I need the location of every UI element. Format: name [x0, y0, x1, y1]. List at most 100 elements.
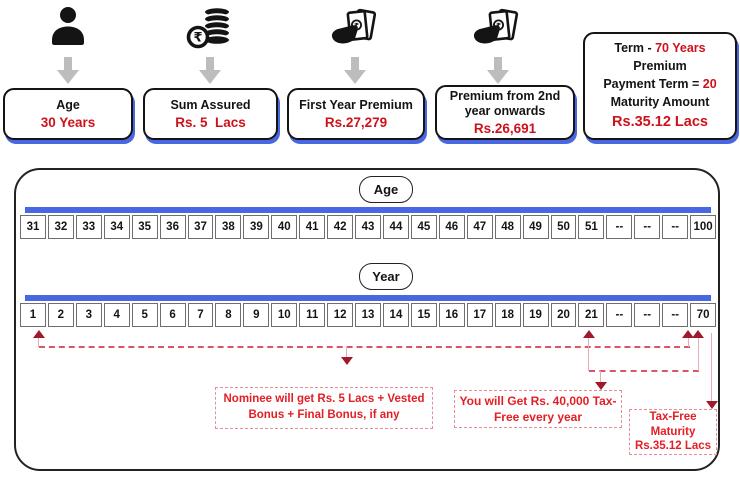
tax-free-payout-note: You will Get Rs. 40,000 Tax-Free every y… [454, 390, 622, 428]
timeline-cell: -- [662, 303, 689, 327]
summary-box-age: Age 30 Years [3, 88, 133, 140]
timeline-cell: 16 [438, 303, 465, 327]
age-row-bar [25, 207, 711, 213]
year70-connector-line-a [688, 338, 689, 347]
summary-label: Sum Assured [170, 98, 251, 112]
timeline-cell: 49 [522, 215, 549, 239]
summary-box-sum-assured: Sum Assured Rs. 5 Lacs [143, 88, 278, 140]
year70-up-arrow-b [692, 330, 704, 338]
hand-money-icon: ₹ [330, 8, 380, 54]
timeline-cell: 7 [187, 303, 214, 327]
timeline-cell: 4 [103, 303, 130, 327]
timeline-cell: 32 [47, 215, 74, 239]
year-row-label: Year [359, 263, 413, 290]
down-arrow-icon [344, 57, 366, 90]
nominee-down-arrow [341, 357, 353, 365]
timeline-cell: -- [634, 303, 661, 327]
payment-term-line: Payment Term = 20 [603, 76, 717, 91]
timeline-cell: 12 [327, 303, 354, 327]
timeline-cell: 44 [382, 215, 409, 239]
summary-label: Premium from 2nd year onwards [449, 89, 561, 118]
svg-text:₹: ₹ [496, 22, 501, 30]
timeline-cell: 20 [550, 303, 577, 327]
summary-box-first-year-premium: First Year Premium Rs.27,279 [287, 88, 425, 140]
timeline-cell: 5 [131, 303, 158, 327]
timeline-cell: 39 [243, 215, 270, 239]
nominee-drop-line [346, 347, 347, 357]
maturity-label-line: Maturity Amount [610, 95, 710, 110]
timeline-cell: -- [634, 215, 661, 239]
timeline-cell: -- [606, 303, 633, 327]
premium-line: Premium [633, 58, 687, 73]
down-arrow-icon [57, 57, 79, 90]
summary-label: Age [56, 98, 80, 112]
timeline-cell: -- [662, 215, 689, 239]
summary-label: First Year Premium [299, 98, 413, 112]
timeline-cell: 13 [355, 303, 381, 327]
maturity-down-arrow [706, 401, 718, 409]
timeline-cell: 50 [550, 215, 577, 239]
rupee-coins-icon: ₹ [186, 5, 234, 49]
timeline-cell: 17 [466, 303, 493, 327]
summary-box-premium-2nd-year: Premium from 2nd year onwards Rs.26,691 [435, 85, 575, 140]
year-row-bar [25, 295, 711, 301]
payout-span-dashed-line [589, 370, 699, 372]
summary-value: 30 Years [40, 115, 96, 130]
timeline-cell: 38 [215, 215, 242, 239]
summary-value: Rs.26,691 [473, 121, 537, 136]
timeline-cell: 3 [75, 303, 102, 327]
timeline-cell: 45 [410, 215, 437, 239]
svg-text:₹: ₹ [354, 22, 359, 30]
timeline-cell: 37 [187, 215, 214, 239]
timeline-cell: 34 [103, 215, 130, 239]
timeline-cell: 11 [299, 303, 326, 327]
timeline-cell: 6 [159, 303, 186, 327]
payout-down-arrow [595, 382, 607, 390]
timeline-cell: 33 [75, 215, 102, 239]
nominee-benefit-note: Nominee will get Rs. 5 Lacs + Vested Bon… [215, 387, 433, 429]
timeline-cell: 48 [494, 215, 521, 239]
year21-up-arrow [583, 330, 595, 338]
timeline-cell: 70 [690, 303, 717, 327]
person-icon [46, 5, 90, 47]
term-line: Term - 70 Years [614, 40, 706, 55]
tax-free-maturity-note: Tax-Free Maturity Rs.35.12 Lacs [629, 409, 717, 455]
timeline-cell: 36 [159, 215, 186, 239]
timeline-cell: 46 [438, 215, 465, 239]
timeline-cell: 100 [690, 215, 717, 239]
maturity-value-line: Rs.35.12 Lacs [612, 114, 708, 131]
timeline-cell: 15 [410, 303, 437, 327]
timeline-cell: 47 [466, 215, 493, 239]
year21-connector-line [588, 338, 589, 371]
timeline-cell: 42 [327, 215, 354, 239]
timeline-cell: 18 [494, 303, 521, 327]
year70-connector-line-b [698, 338, 699, 371]
summary-value: Rs.27,279 [324, 115, 388, 130]
year1-connector-line [38, 338, 39, 347]
maturity-drop-line [711, 333, 712, 401]
timeline-cell: 41 [299, 215, 326, 239]
timeline-cell: 1 [20, 303, 46, 327]
premium-span-dashed-line [39, 346, 690, 348]
summary-box-term: Term - 70 Years Premium Payment Term = 2… [583, 32, 737, 140]
timeline-cell: 19 [522, 303, 549, 327]
timeline-cell: 9 [243, 303, 270, 327]
timeline-cell: 10 [271, 303, 298, 327]
timeline-cell: 51 [578, 215, 605, 239]
timeline-cell: 8 [215, 303, 242, 327]
summary-value: Rs. 5 Lacs [175, 115, 246, 130]
timeline-cell: 21 [578, 303, 605, 327]
age-row-label: Age [359, 176, 413, 203]
down-arrow-icon [199, 57, 221, 90]
timeline-cell: 31 [20, 215, 46, 239]
hand-money-icon: ₹ [472, 8, 522, 54]
timeline-cell: 14 [382, 303, 409, 327]
timeline-cell: 43 [355, 215, 381, 239]
year1-up-arrow [33, 330, 45, 338]
down-arrow-icon [487, 57, 509, 90]
timeline-cell: 40 [271, 215, 298, 239]
timeline-cell: -- [606, 215, 633, 239]
